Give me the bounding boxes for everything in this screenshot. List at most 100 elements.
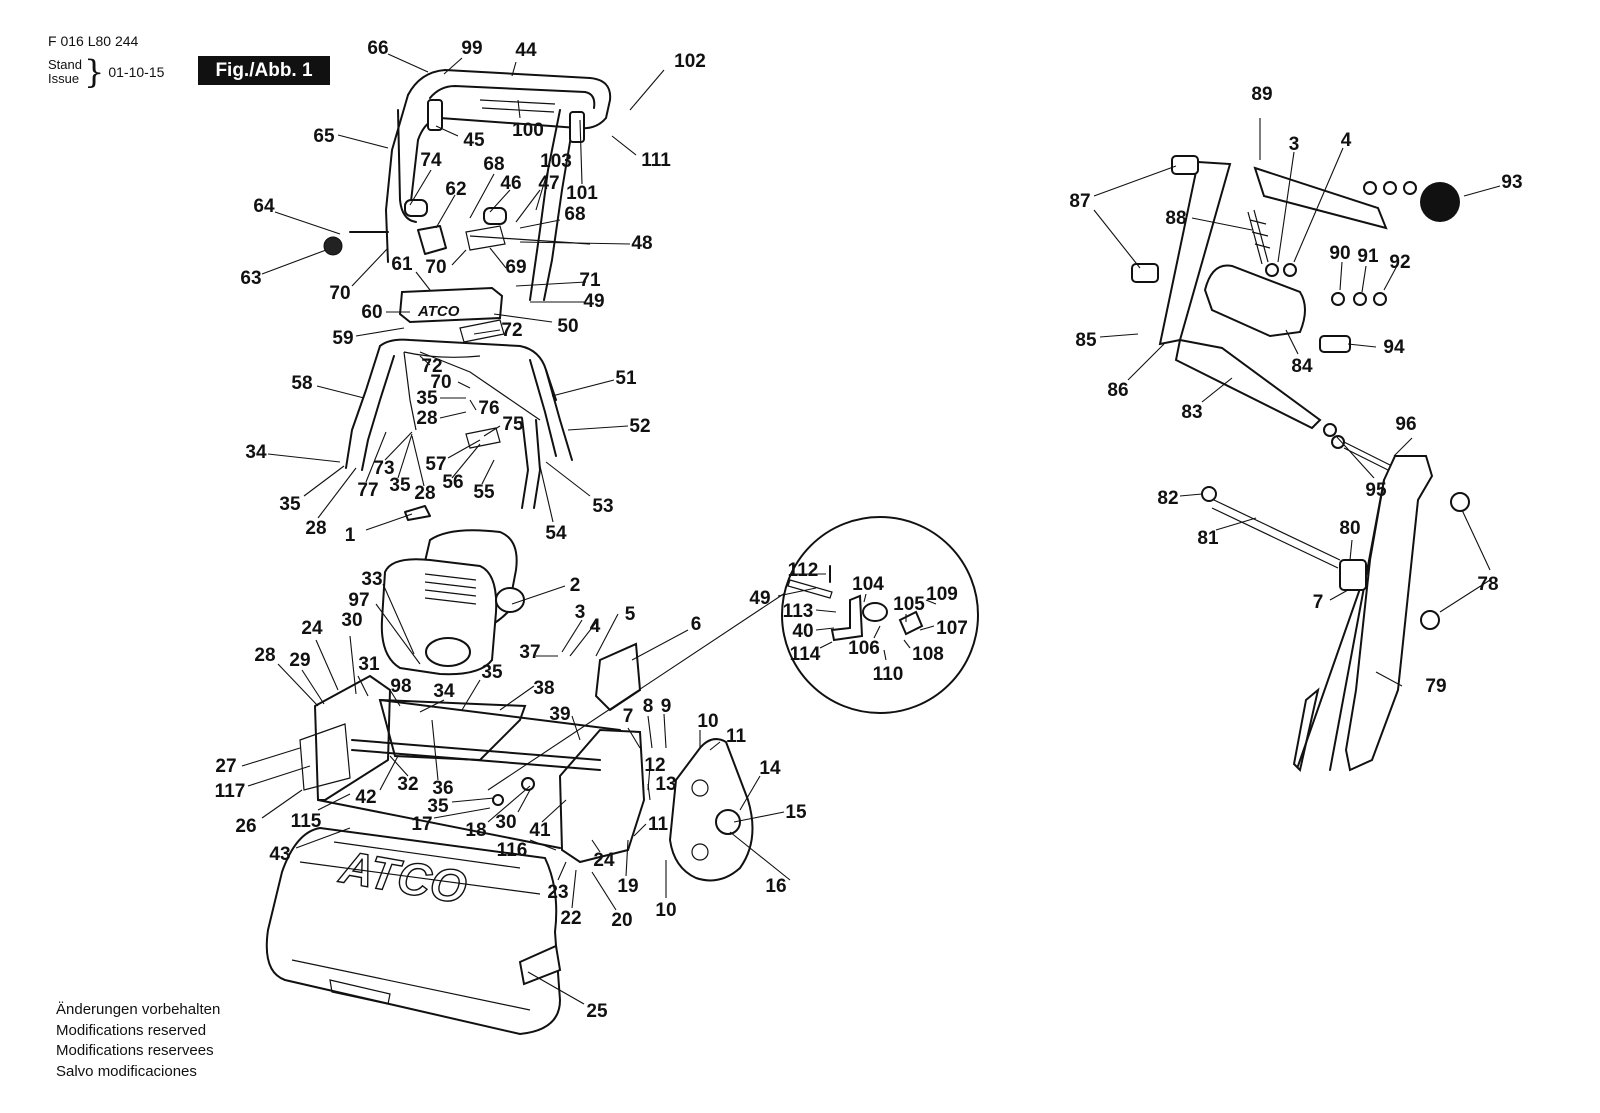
part-label-94: 94 (1383, 337, 1405, 358)
part-number-labels: 66 99 44 102 65 45 100 111 74 68 103 46 … (215, 38, 1523, 1022)
part-label-8: 8 (643, 696, 654, 717)
part-label-109: 109 (926, 584, 958, 605)
part-label-56: 56 (442, 472, 463, 493)
part-label-97: 97 (348, 590, 369, 611)
part-label-28d: 28 (254, 645, 275, 666)
part-label-30: 30 (341, 610, 362, 631)
part-label-100: 100 (512, 120, 544, 141)
part-label-108: 108 (912, 644, 944, 665)
part-label-112: 112 (788, 560, 819, 581)
part-label-55: 55 (473, 482, 495, 503)
part-label-2: 2 (570, 575, 581, 596)
modifications-notice: Änderungen vorbehalten Modifications res… (56, 1000, 220, 1082)
part-label-72b: 72 (421, 356, 442, 377)
part-label-13: 13 (655, 774, 676, 795)
part-label-1: 1 (345, 525, 356, 546)
part-label-46: 46 (500, 173, 521, 194)
stand-label: Stand (48, 57, 82, 72)
part-label-62: 62 (445, 179, 466, 200)
part-label-16: 16 (765, 876, 786, 897)
part-label-11: 11 (726, 726, 747, 747)
part-label-3: 3 (575, 602, 586, 623)
part-label-10b: 10 (655, 900, 676, 921)
part-label-63: 63 (240, 268, 261, 289)
part-label-91: 91 (1357, 246, 1379, 267)
part-label-75: 75 (502, 414, 524, 435)
part-label-102: 102 (674, 51, 706, 72)
part-label-26: 26 (235, 816, 256, 837)
part-label-95: 95 (1365, 480, 1387, 501)
part-label-31: 31 (358, 654, 380, 675)
part-label-87: 87 (1069, 191, 1090, 212)
part-label-79: 79 (1425, 676, 1446, 697)
part-label-34: 34 (245, 442, 267, 463)
part-label-20: 20 (611, 910, 632, 931)
part-label-93: 93 (1501, 172, 1522, 193)
part-label-27: 27 (215, 756, 236, 777)
part-label-4: 4 (590, 616, 601, 637)
part-label-22: 22 (560, 908, 581, 929)
part-label-35e: 35 (427, 796, 449, 817)
part-label-96: 96 (1395, 414, 1416, 435)
part-label-59: 59 (332, 328, 353, 349)
part-label-68b: 68 (564, 204, 585, 225)
part-label-37: 37 (519, 642, 540, 663)
part-label-81: 81 (1197, 528, 1219, 549)
part-label-114: 114 (790, 644, 821, 665)
part-label-61: 61 (391, 254, 413, 275)
part-label-73: 73 (373, 458, 394, 479)
part-label-80: 80 (1339, 518, 1360, 539)
part-label-117: 117 (215, 781, 246, 802)
part-label-30b: 30 (495, 812, 516, 833)
part-label-35b: 35 (389, 475, 411, 496)
part-label-42: 42 (355, 787, 376, 808)
part-label-53: 53 (592, 496, 613, 517)
upper-handle-drawing (323, 69, 612, 301)
stand-issue-labels: Stand Issue (48, 58, 82, 86)
part-label-28: 28 (416, 408, 437, 429)
part-label-99: 99 (461, 38, 482, 59)
part-label-92: 92 (1389, 252, 1410, 273)
part-label-113: 113 (783, 601, 814, 622)
part-label-70c: 70 (430, 372, 451, 393)
notice-german: Änderungen vorbehalten (56, 1001, 221, 1018)
document-number: F 016 L80 244 (48, 33, 139, 49)
part-label-35c: 35 (279, 494, 301, 515)
part-label-7b: 7 (1313, 592, 1324, 613)
part-label-116: 116 (497, 840, 528, 861)
issue-label: Issue (48, 71, 80, 86)
right-assembly-drawing (1131, 155, 1470, 772)
part-label-40: 40 (792, 621, 813, 642)
lower-handle-drawing (345, 338, 573, 521)
part-label-49: 49 (583, 291, 604, 312)
part-label-25: 25 (586, 1001, 608, 1022)
part-label-51: 51 (615, 368, 637, 389)
part-label-43: 43 (269, 844, 290, 865)
part-label-70: 70 (425, 257, 446, 278)
part-label-83: 83 (1181, 402, 1202, 423)
part-label-64: 64 (253, 196, 275, 217)
part-label-11b: 11 (648, 814, 669, 835)
part-label-35: 35 (416, 388, 438, 409)
grass-box-drawing: ATCO (265, 826, 562, 1036)
part-label-110: 110 (873, 664, 904, 685)
part-label-49b: 49 (749, 588, 770, 609)
part-label-68: 68 (483, 154, 504, 175)
part-label-28c: 28 (305, 518, 326, 539)
part-label-33: 33 (361, 569, 382, 590)
part-label-47: 47 (538, 173, 559, 194)
part-label-38: 38 (533, 678, 554, 699)
detail-inset-drawing (487, 516, 979, 791)
part-label-39: 39 (549, 704, 570, 725)
part-label-17: 17 (411, 814, 432, 835)
part-label-105: 105 (893, 594, 925, 615)
part-label-24b: 24 (593, 850, 615, 871)
part-label-58: 58 (291, 373, 312, 394)
part-label-86: 86 (1107, 380, 1128, 401)
part-label-52: 52 (629, 416, 650, 437)
part-label-57: 57 (425, 454, 446, 475)
part-label-60: 60 (361, 302, 382, 323)
part-label-18: 18 (465, 820, 486, 841)
figure-label: Fig./Abb. 1 (198, 56, 330, 85)
